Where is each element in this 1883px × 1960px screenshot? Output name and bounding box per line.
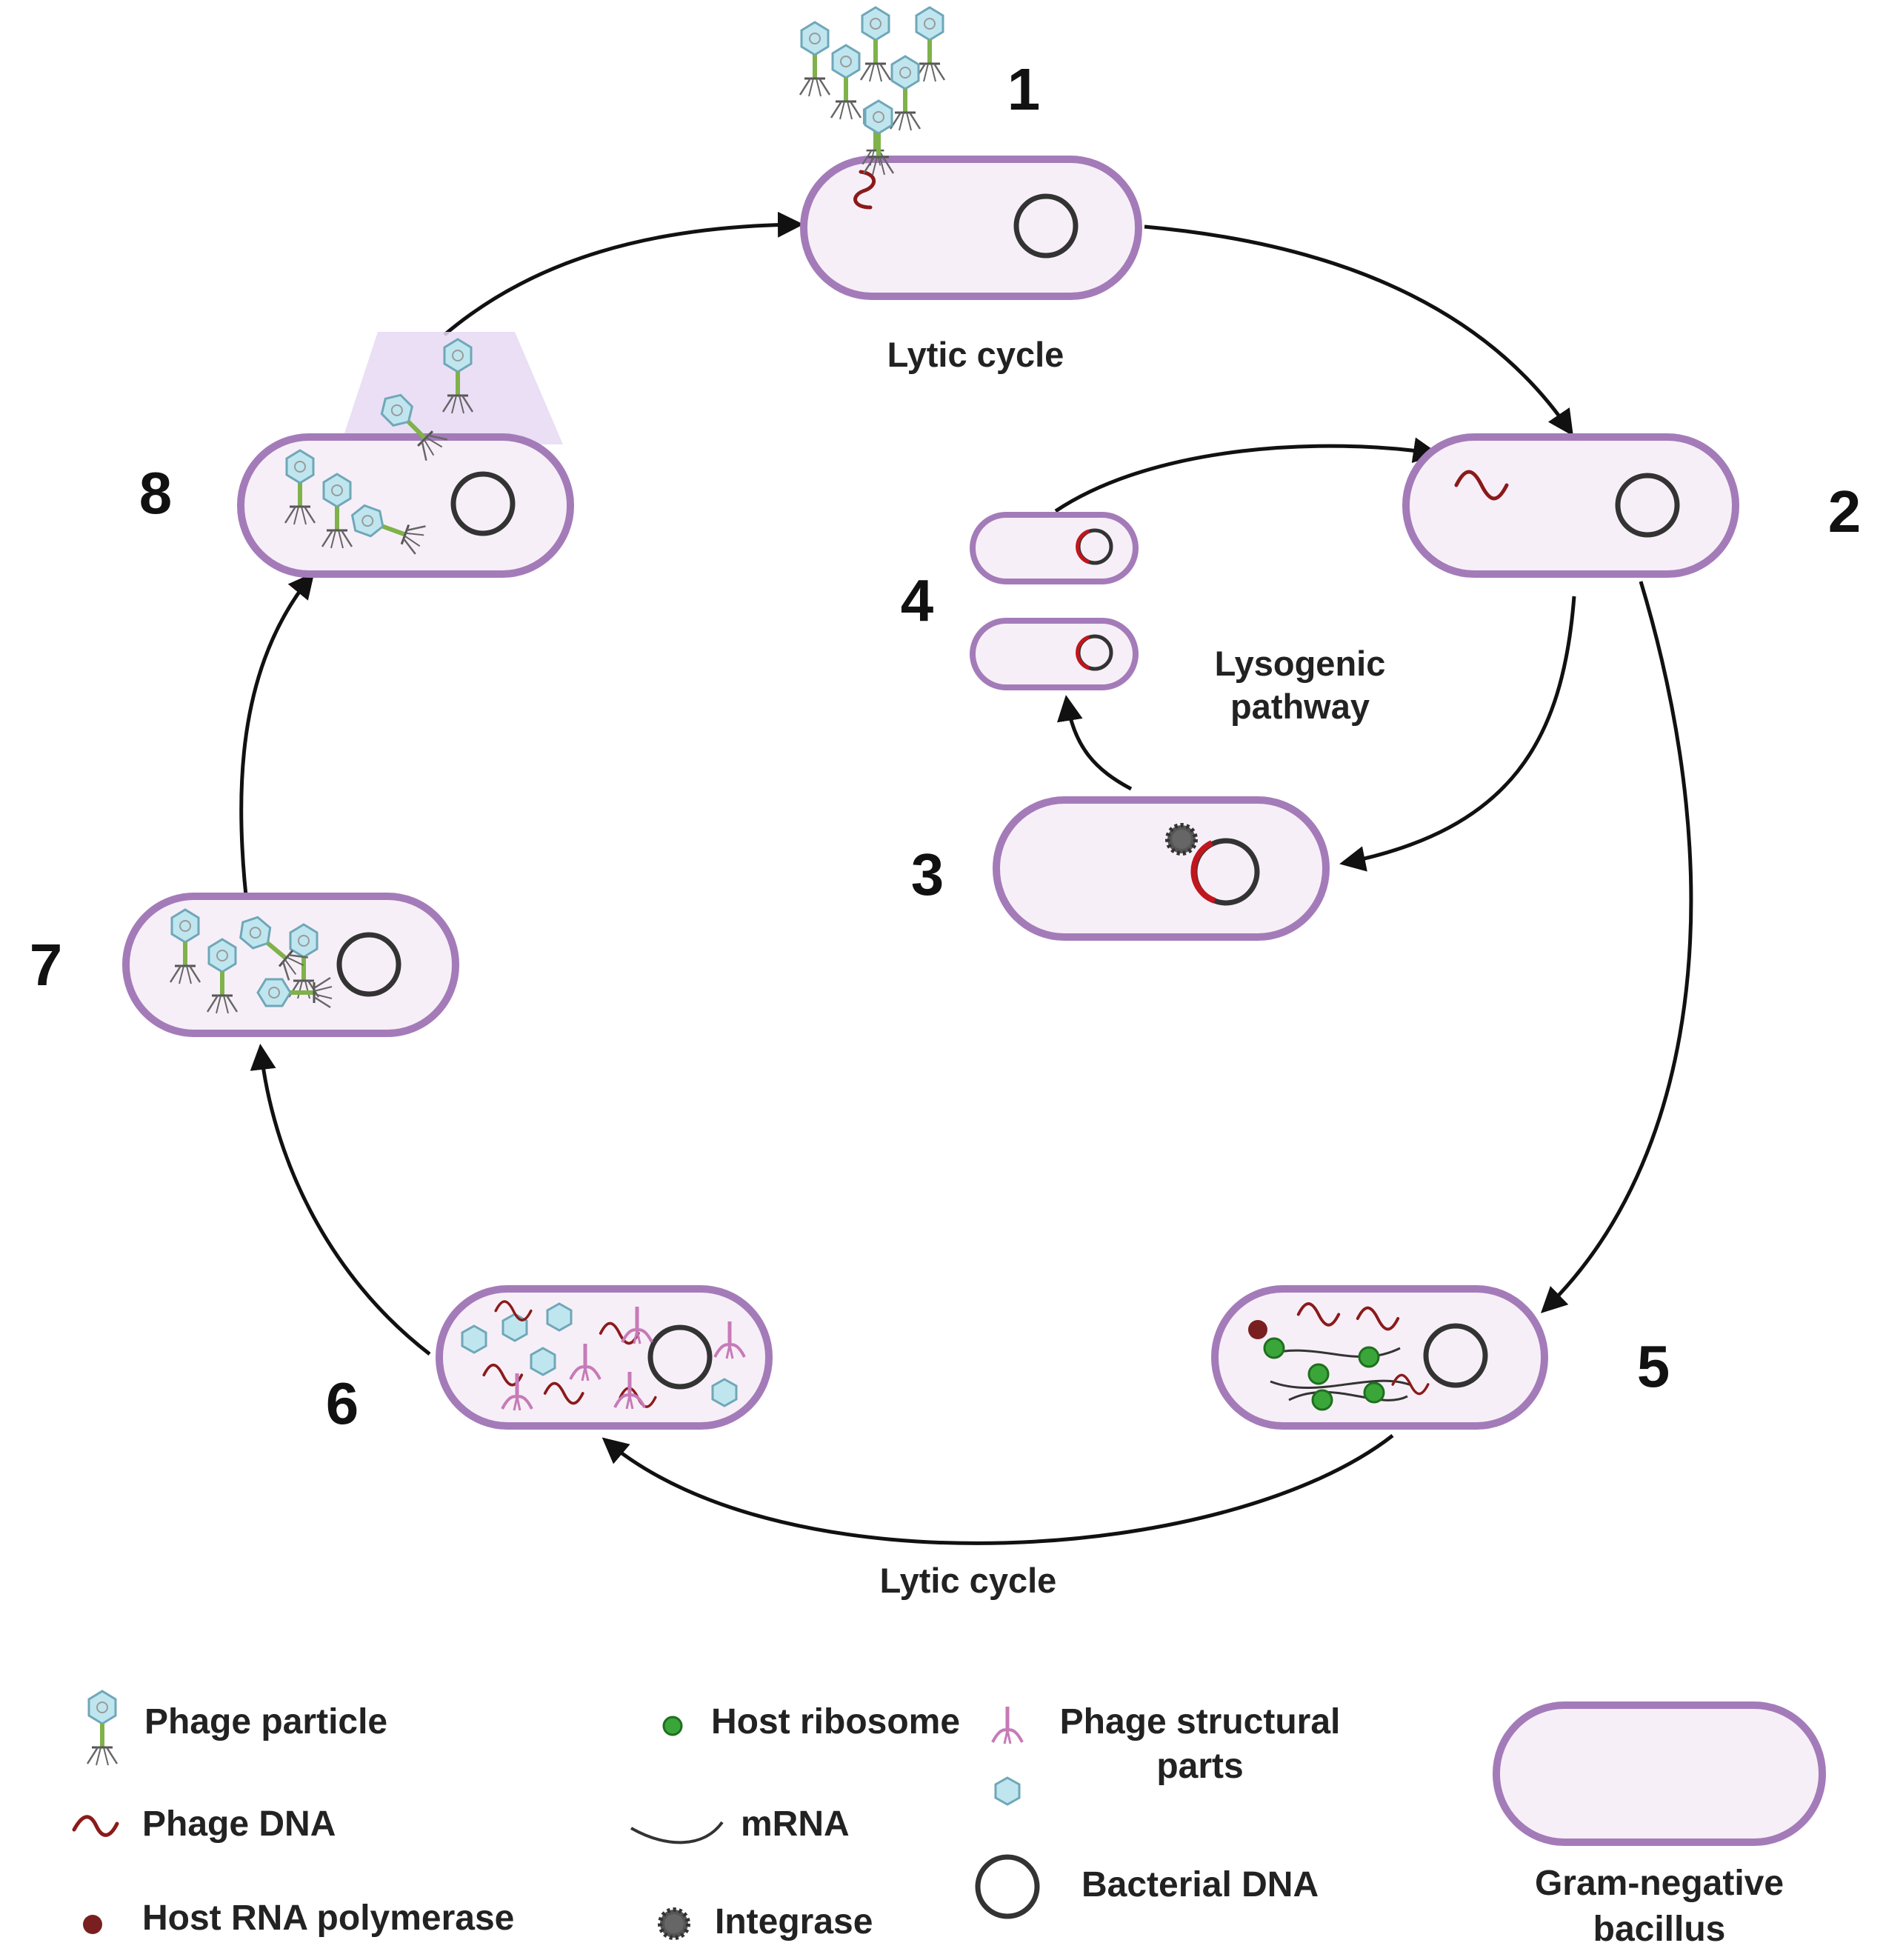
legend-item-gram-negative-bacillus: Gram-negative bacillus (1493, 1701, 1826, 1949)
svg-text:Bacterial DNA: Bacterial DNA (1082, 1865, 1319, 1904)
arrow-1-to-2 (1144, 224, 1573, 436)
capsid-icon (994, 1776, 1021, 1806)
step-number-1: 1 (1007, 56, 1041, 122)
legend-item-phage-structural-parts: Phage structural parts (993, 1702, 1341, 1806)
bacterial-dna-circle (1013, 193, 1079, 259)
arrow-5-to-6 (601, 1434, 1394, 1545)
cell-step-5 (1211, 1285, 1548, 1430)
mrna-icon (630, 1821, 724, 1844)
arrow-2-to-3 (1339, 596, 1576, 872)
integrase-icon (660, 1910, 688, 1938)
step-number-5: 5 (1637, 1333, 1670, 1399)
svg-text:Phage DNA: Phage DNA (142, 1804, 336, 1844)
legend-item-bacterial-dna: Bacterial DNA (975, 1854, 1319, 1919)
step-number-8: 8 (139, 460, 173, 526)
caption-lytic-bottom: Lytic cycle (880, 1561, 1057, 1600)
step-number-6: 6 (326, 1370, 359, 1436)
legend-item-rna-polymerase: Host RNA polymerase (83, 1899, 514, 1938)
step-number-3: 3 (911, 841, 944, 907)
svg-text:Gram-negative: Gram-negative (1535, 1864, 1784, 1903)
caption-lytic-top: Lytic cycle (887, 335, 1064, 374)
svg-text:Phage structural: Phage structural (1060, 1702, 1341, 1741)
legend: Phage particle Phage DNA Host RNA polyme… (72, 1691, 1826, 1949)
injected-phage-dna (853, 170, 876, 210)
phage-structural-parts-icon (993, 1707, 1022, 1744)
legend-item-phage-dna: Phage DNA (72, 1804, 336, 1844)
cell-step-1 (800, 103, 1142, 300)
cell-step-3 (993, 796, 1330, 941)
rna-polymerase-dot (1248, 1320, 1267, 1339)
legend-item-integrase: Integrase (660, 1902, 873, 1941)
phage-particle-icon (87, 1691, 117, 1765)
svg-text:parts: parts (1156, 1747, 1243, 1786)
svg-text:Phage particle: Phage particle (144, 1702, 387, 1741)
step-number-2: 2 (1828, 479, 1862, 544)
legend-item-host-ribosome: Host ribosome (662, 1702, 960, 1741)
cell-step-4-bottom (970, 618, 1139, 690)
svg-text:mRNA: mRNA (741, 1804, 850, 1844)
gram-negative-bacillus-icon (1493, 1701, 1826, 1846)
cell-step-8 (237, 332, 574, 578)
captions: Lytic cycle Lytic cycle Lysogenic pathwa… (880, 335, 1386, 1600)
cell-step-2 (1402, 433, 1739, 578)
svg-text:bacillus: bacillus (1593, 1910, 1726, 1949)
arrow-4-to-2 (1054, 437, 1439, 513)
caption-lysogenic-line1: Lysogenic (1215, 644, 1386, 683)
legend-item-mrna: mRNA (630, 1804, 850, 1844)
cycle-arrows (239, 211, 1693, 1545)
arrow-2-to-5 (1540, 581, 1693, 1313)
cell-step-7 (122, 893, 459, 1037)
cell-step-6 (436, 1285, 773, 1430)
cell-step-4-top (970, 512, 1139, 584)
arrow-3-to-4 (1056, 695, 1133, 791)
arrow-6-to-7 (250, 1044, 431, 1356)
arrow-8-to-1 (443, 211, 804, 336)
step-numbers: 1 2 3 4 5 6 7 8 (30, 56, 1862, 1436)
host-ribosome-icon (662, 1716, 683, 1736)
svg-text:Integrase: Integrase (715, 1902, 873, 1941)
phage-dna-icon (72, 1815, 119, 1837)
bacterial-dna-icon (975, 1854, 1040, 1919)
arrow-7-to-8 (239, 572, 315, 916)
svg-text:Host RNA polymerase: Host RNA polymerase (142, 1899, 514, 1938)
rna-polymerase-icon (83, 1915, 102, 1934)
legend-item-phage-particle: Phage particle (87, 1691, 387, 1765)
caption-lysogenic-line2: pathway (1230, 687, 1370, 726)
step-number-4: 4 (901, 567, 934, 633)
svg-text:Host ribosome: Host ribosome (711, 1702, 960, 1741)
integrated-prophage (1190, 840, 1216, 904)
step-number-7: 7 (30, 932, 63, 998)
